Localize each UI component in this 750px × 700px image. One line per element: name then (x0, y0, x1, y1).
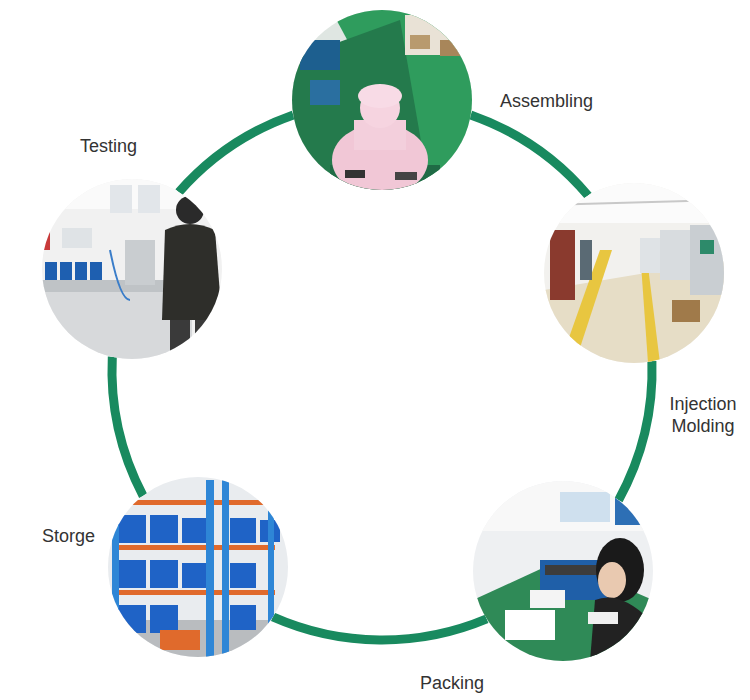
step-label: Testing (80, 135, 137, 157)
packing-photo (473, 481, 653, 661)
injection-molding-photo (544, 183, 724, 363)
cycle-arc (471, 115, 588, 196)
step-label: Packing (420, 672, 484, 694)
assembling-photo (290, 8, 475, 196)
cycle-arc (619, 361, 652, 500)
testing-step: Testing (42, 179, 222, 359)
storage-step: Storge (108, 477, 288, 657)
packing-step: Packing (473, 481, 653, 661)
step-label: Storge (42, 525, 95, 547)
molding-step: Injection Molding (544, 183, 724, 363)
cycle-arc (112, 357, 143, 496)
step-label: Assembling (500, 90, 593, 112)
cycle-arc (179, 115, 293, 192)
storage-photo (108, 477, 288, 660)
assembling-step: Assembling (292, 10, 472, 190)
cycle-arc (273, 617, 487, 640)
testing-photo (42, 179, 222, 359)
step-label: Injection Molding (660, 393, 746, 437)
